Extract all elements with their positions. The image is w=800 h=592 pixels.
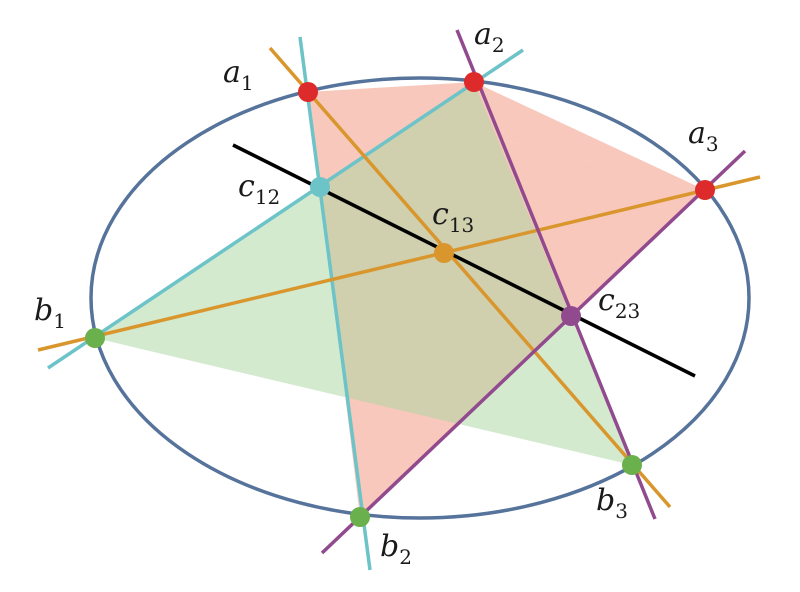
- line-b2-a3: [320, 149, 747, 555]
- point-b3: [622, 455, 642, 475]
- conic-ellipse: [89, 76, 751, 520]
- line-a1-b3: [268, 46, 672, 509]
- line-a1-b2: [298, 36, 372, 571]
- line-a2-b3: [455, 29, 657, 520]
- point-c23: [561, 306, 581, 326]
- label-b3: b3: [596, 483, 628, 523]
- line-b1-a2: [47, 48, 524, 370]
- label-c23: c23: [598, 283, 640, 323]
- point-c13: [434, 243, 454, 263]
- pascal-line: [232, 143, 696, 378]
- point-b2: [350, 507, 370, 527]
- point-a1: [298, 82, 318, 102]
- label-b2: b2: [380, 529, 412, 569]
- point-c12: [310, 177, 330, 197]
- point-a2: [464, 72, 484, 92]
- label-a1: a1: [223, 55, 254, 95]
- triangle-a: [308, 82, 705, 190]
- point-b1: [85, 328, 105, 348]
- line-b1-a3: [37, 175, 761, 352]
- point-a3: [695, 180, 715, 200]
- label-b1: b1: [34, 293, 66, 333]
- label-c12: c12: [238, 169, 280, 209]
- label-c13: c13: [432, 197, 474, 237]
- label-a3: a3: [688, 116, 719, 156]
- label-a2: a2: [474, 17, 505, 57]
